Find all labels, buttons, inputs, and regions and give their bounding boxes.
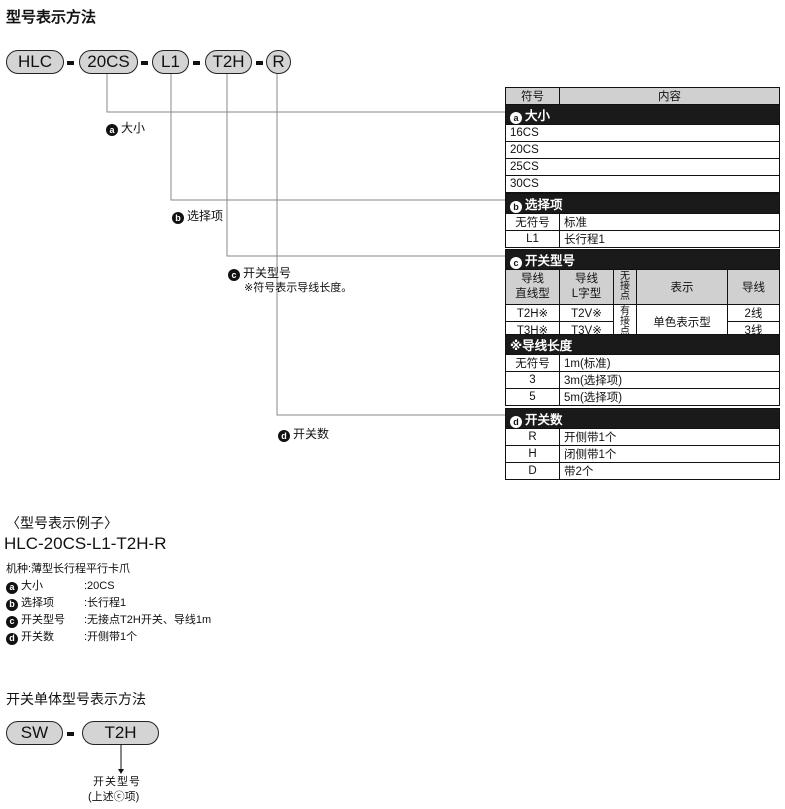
dash [256, 61, 263, 65]
dash [67, 732, 74, 736]
model-part-count: R [266, 50, 291, 74]
switch-only-label-ref: (上述ⓒ项) [88, 791, 140, 803]
example-title: 〈型号表示例子〉 [6, 515, 118, 531]
dash [193, 61, 200, 65]
model-part-switch: T2H [205, 50, 252, 74]
dash [141, 61, 148, 65]
example-machine: 机种:薄型长行程平行卡爪 [6, 563, 131, 575]
label-switch-note: ※符号表示导线长度。 [244, 282, 353, 294]
model-part-option: L1 [152, 50, 189, 74]
model-part-size: 20CS [79, 50, 138, 74]
switch-part-sw: SW [6, 721, 63, 745]
example-model: HLC-20CS-L1-T2H-R [4, 534, 167, 553]
switch-only-title: 开关单体型号表示方法 [6, 691, 146, 707]
dash [67, 61, 74, 65]
page-title: 型号表示方法 [6, 9, 97, 26]
model-part-series: HLC [6, 50, 64, 74]
switch-part-model: T2H [82, 721, 159, 745]
switch-only-label: 开关型号 [93, 776, 141, 788]
